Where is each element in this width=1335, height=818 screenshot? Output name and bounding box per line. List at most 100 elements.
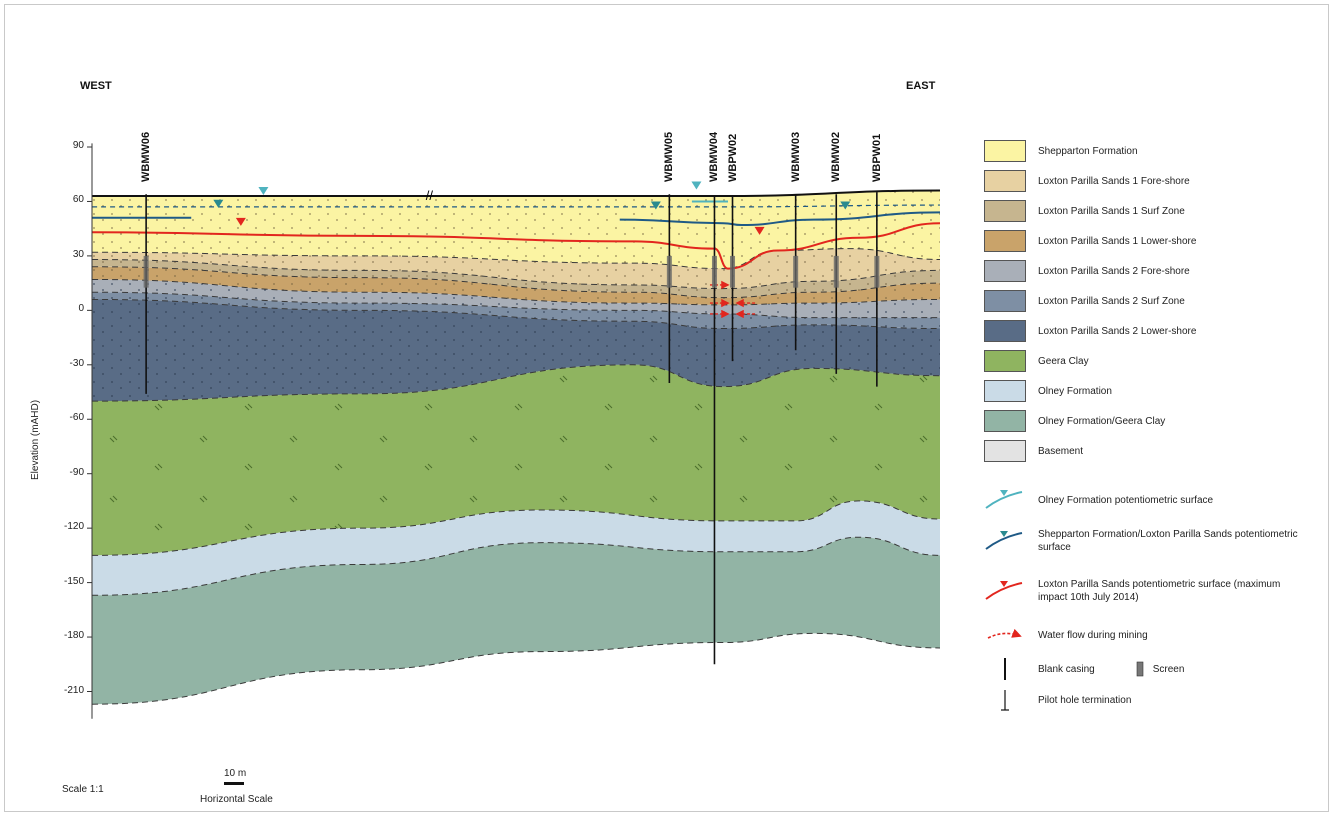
olney-surface-marker-icon xyxy=(691,181,702,190)
legend-item: Basement xyxy=(984,440,1083,462)
well-label: WBMW05 xyxy=(663,131,676,182)
screen-icon xyxy=(1136,661,1144,677)
y-tick-label: -210 xyxy=(63,684,84,696)
legend-swatch xyxy=(984,410,1026,432)
y-tick-label: -60 xyxy=(69,412,84,424)
legend-pilot-hole-label: Pilot hole termination xyxy=(1038,694,1132,706)
layer-texture xyxy=(92,266,940,305)
well-label: WBMW02 xyxy=(830,131,843,182)
well-screen xyxy=(730,255,736,288)
well-label: WBPW02 xyxy=(726,133,739,182)
legend-item: Geera Clay xyxy=(984,350,1089,372)
well-label: WBPW01 xyxy=(870,133,883,182)
shepparton-marker-icon xyxy=(213,199,224,208)
legend-swatch xyxy=(984,350,1026,372)
legend-item-label: Loxton Parilla Sands 1 Lower-shore xyxy=(1038,235,1197,247)
layer-texture xyxy=(92,190,940,269)
legend-surface-loxton-label: Loxton Parilla Sands potentiometric surf… xyxy=(1038,579,1281,603)
boundary-bot xyxy=(91,632,941,705)
y-tick-label: 0 xyxy=(78,303,84,315)
blank-casing-icon xyxy=(1004,658,1006,680)
layer-texture xyxy=(92,364,940,556)
legend-item: Loxton Parilla Sands 2 Surf Zone xyxy=(984,290,1185,312)
legend-swatch xyxy=(984,290,1026,312)
scale-text: Scale 1:1 xyxy=(62,784,104,795)
boundary-s5 xyxy=(91,291,940,319)
legend-swatch xyxy=(984,200,1026,222)
y-tick-label: -150 xyxy=(63,575,84,587)
legend-item-label: Geera Clay xyxy=(1038,355,1089,367)
potentiometric-surfaces xyxy=(91,181,941,319)
scale-bar-label: 10 m xyxy=(224,768,247,779)
legend-item: Shepparton Formation xyxy=(984,140,1138,162)
boundary-s4 xyxy=(91,278,941,306)
legend-item-label: Loxton Parilla Sands 2 Lower-shore xyxy=(1038,325,1197,337)
olney-surface-icon xyxy=(985,490,1023,509)
olney-surface-marker-icon xyxy=(258,187,269,196)
y-tick-label: -30 xyxy=(69,357,84,369)
legend-item: Loxton Parilla Sands 1 Lower-shore xyxy=(984,230,1196,252)
legend-surface-shepparton-label: Shepparton Formation/Loxton Parilla Sand… xyxy=(1038,529,1298,553)
well-screen xyxy=(666,255,672,288)
well-label: WBMW04 xyxy=(708,131,721,182)
scale-bar xyxy=(224,782,244,785)
legend-surface-shepparton: Shepparton Formation/Loxton Parilla Sand… xyxy=(984,528,1298,554)
pilot-hole-icon xyxy=(1001,690,1009,711)
water-flow-arrow-icon xyxy=(987,628,1022,639)
legend-item: Loxton Parilla Sands 2 Lower-shore xyxy=(984,320,1196,342)
legend-swatch xyxy=(984,140,1026,162)
well-screen xyxy=(874,255,880,288)
legend-item-label: Basement xyxy=(1038,445,1084,457)
layer-texture xyxy=(92,292,940,329)
elevation-axis-title: Elevation (mAHD) xyxy=(30,399,41,480)
loxton-marker-icon xyxy=(235,217,246,226)
west-label: WEST xyxy=(80,80,112,92)
legend-swatch xyxy=(984,320,1026,342)
legend-blank-casing-label: Blank casing xyxy=(1038,663,1095,675)
y-tick-label: 90 xyxy=(72,140,84,151)
legend-item-label: Loxton Parilla Sands 2 Fore-shore xyxy=(1038,265,1190,277)
legend-casing: Blank casing Screen xyxy=(984,656,1184,682)
layer-boundaries: // xyxy=(91,188,941,705)
layer-texture xyxy=(92,259,940,298)
legend-item: Loxton Parilla Sands 1 Surf Zone xyxy=(984,200,1185,222)
shepparton-marker-icon xyxy=(840,201,851,210)
legend-item-label: Loxton Parilla Sands 1 Surf Zone xyxy=(1038,205,1185,217)
legend-surface-loxton: Loxton Parilla Sands potentiometric surf… xyxy=(984,578,1298,604)
boundary-s7 xyxy=(91,364,941,402)
legend-item-label: Olney Formation/Geera Clay xyxy=(1038,415,1166,427)
legend-screen-label: Screen xyxy=(1152,663,1185,675)
loxton-marker-icon xyxy=(754,226,765,235)
legend-item: Loxton Parilla Sands 2 Fore-shore xyxy=(984,260,1190,282)
east-label: EAST xyxy=(906,80,936,92)
well-screen xyxy=(711,255,717,288)
figure-frame xyxy=(4,4,1329,812)
loxton-surface-icon xyxy=(985,581,1023,600)
well-label: WBMW03 xyxy=(789,131,802,182)
legend-swatch xyxy=(984,230,1026,252)
legend-surface-olney-label: Olney Formation potentiometric surface xyxy=(1038,494,1214,506)
shepparton-dashed-surface xyxy=(91,204,941,208)
layer-olney-formation xyxy=(92,500,940,596)
y-tick-label: -120 xyxy=(63,521,84,533)
scale-bar-caption: Horizontal Scale xyxy=(200,794,273,805)
legend-item-label: Loxton Parilla Sands 1 Fore-shore xyxy=(1038,175,1190,187)
well-screen xyxy=(793,255,799,288)
legend-item-label: Loxton Parilla Sands 2 Surf Zone xyxy=(1038,295,1185,307)
legend-item: Olney Formation/Geera Clay xyxy=(984,410,1165,432)
layer-texture xyxy=(92,248,940,289)
elevation-axis xyxy=(87,143,93,719)
boundary-top xyxy=(91,189,941,198)
y-tick-label: -90 xyxy=(69,466,84,478)
shepparton-surface-right xyxy=(619,211,941,227)
boundary-s3 xyxy=(91,266,941,299)
layer-texture xyxy=(92,279,940,318)
legend-swatch xyxy=(984,440,1026,462)
legend-item: Loxton Parilla Sands 1 Fore-shore xyxy=(984,170,1190,192)
legend-water-flow: Water flow during mining xyxy=(984,626,1148,644)
boundary-s8 xyxy=(91,500,941,556)
axis-break-icon: // xyxy=(426,188,434,203)
y-tick-label: 30 xyxy=(72,248,84,260)
legend-item: Olney Formation xyxy=(984,380,1112,402)
